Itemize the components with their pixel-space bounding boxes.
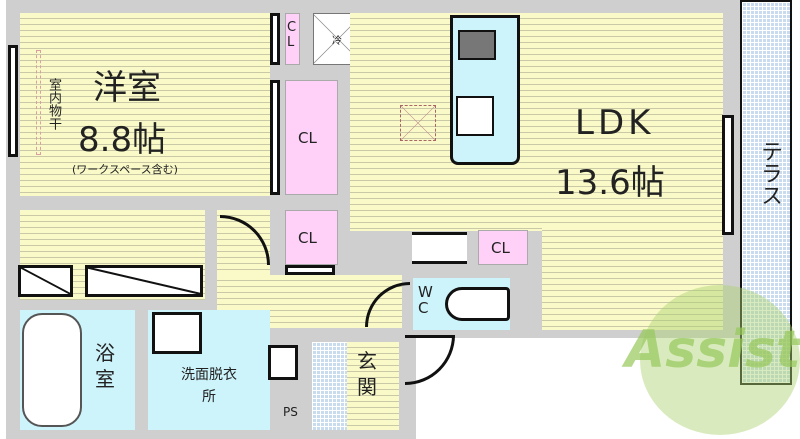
shelf [18,265,73,297]
window-east[interactable] [722,115,734,235]
bathroom-label: 浴室 [95,341,115,391]
terrace [740,0,792,385]
closet[interactable]: CL [478,230,528,265]
washroom-label: 洗面脱衣所 [181,367,237,405]
closet-door[interactable] [285,265,335,275]
western-room-note: (ワークスペース含む) [72,163,178,176]
western-room [20,13,270,196]
storage-top [412,232,467,264]
closet-door[interactable] [270,80,280,195]
entrance [347,342,399,430]
ldk-size: 13.6帖 [555,163,665,203]
ps-label: PS [283,405,298,419]
terrace-label: テラス [757,140,782,206]
vanity-icon [268,345,298,380]
assist-logo-text: Assist [625,320,800,380]
entrance-door[interactable] [405,335,455,385]
bathtub-icon [22,313,82,427]
sink-icon [456,96,494,136]
closet-door[interactable] [270,13,280,65]
western-room-name: 洋室 [93,68,161,108]
entrance-label: 玄関 [357,349,377,399]
window-west [8,45,18,157]
stove-icon [458,30,496,60]
range-hood-icon [400,105,436,141]
closet[interactable]: CL [285,80,338,195]
entrance-step [312,342,347,430]
closet-small[interactable]: CL [285,13,300,65]
workspace-wall [205,200,217,300]
ldk-name: LDK [575,103,655,143]
wc-label: WC [418,283,433,317]
toilet-icon [445,287,510,321]
drying-label: 室内物干 [46,78,61,130]
assist-logo [640,285,800,435]
washing-machine-icon [152,312,202,354]
ldk-lower [542,225,723,330]
closet[interactable]: CL [285,210,338,265]
western-room-size: 8.8帖 [78,120,167,160]
drying-rail [36,50,41,155]
shelf [85,265,203,297]
